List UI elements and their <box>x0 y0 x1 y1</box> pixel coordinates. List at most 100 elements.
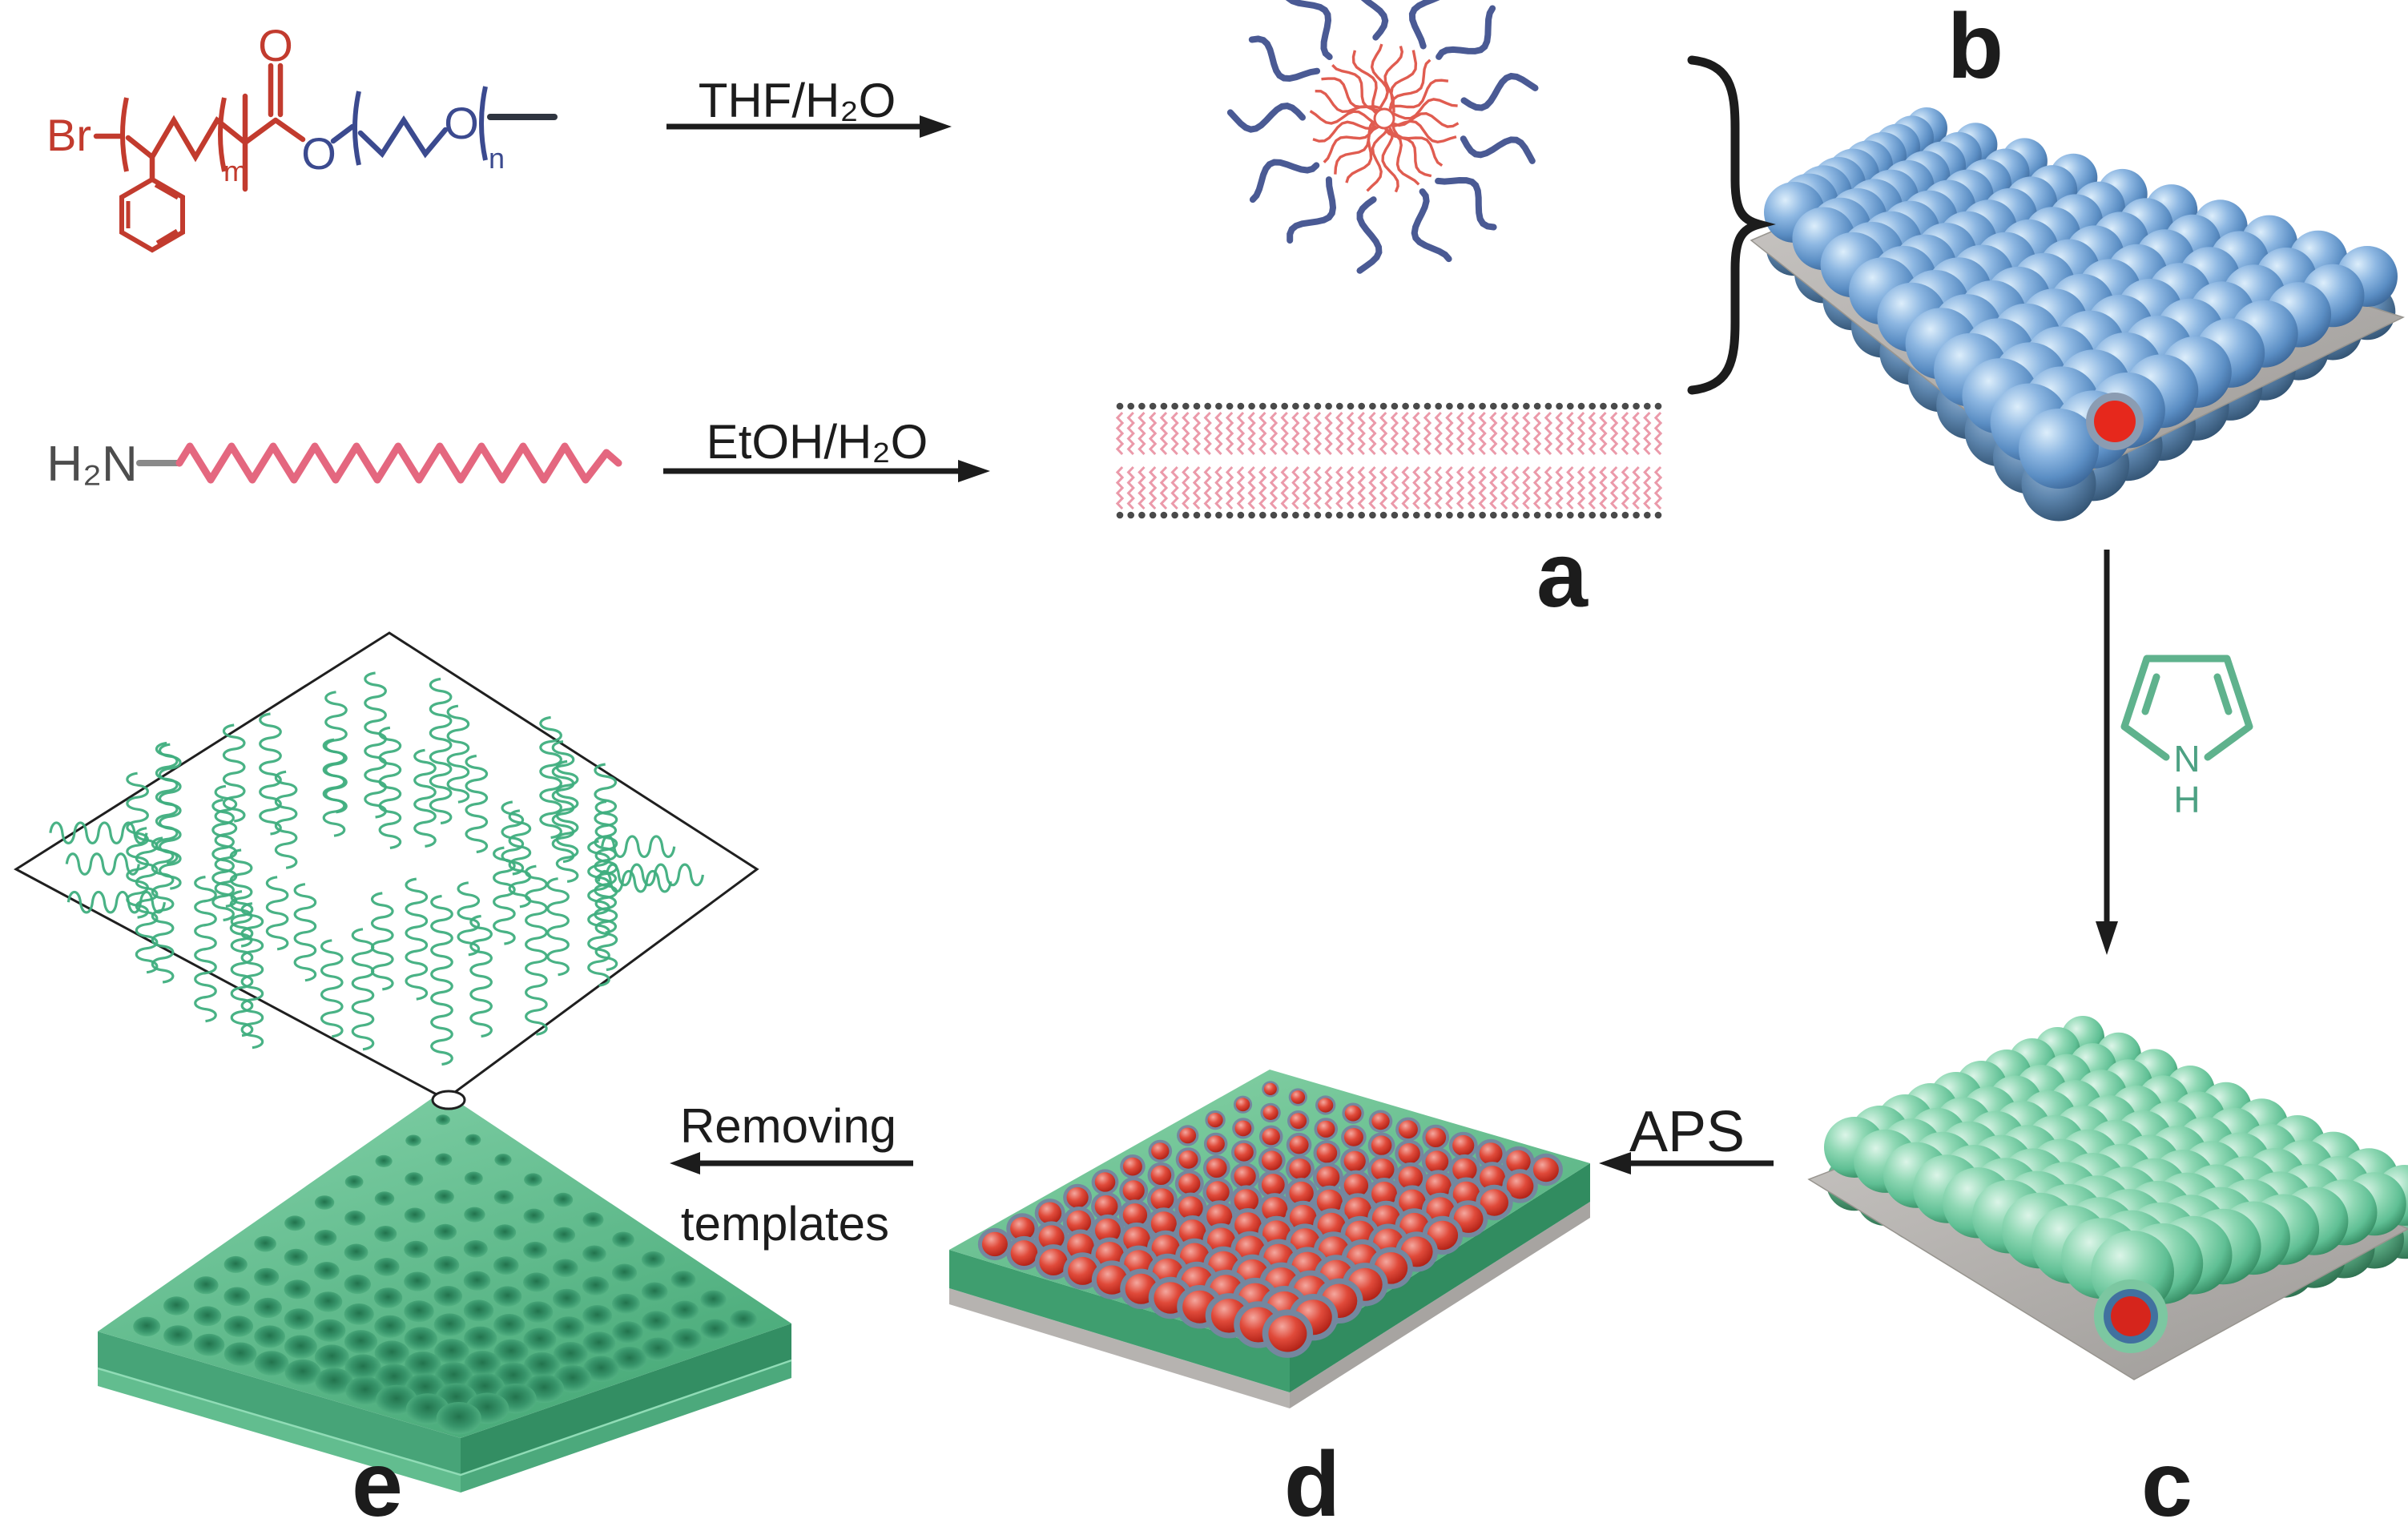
pore-dimple <box>314 1230 337 1246</box>
lipid-tail <box>1247 465 1256 510</box>
lipid-tail <box>1522 465 1531 510</box>
pore-dimple <box>375 1154 393 1167</box>
pore-dimple <box>314 1195 335 1210</box>
lipid-tail <box>1456 465 1465 510</box>
lipid-tail <box>1269 411 1278 456</box>
lipid-tail <box>1357 411 1366 456</box>
corona-chain <box>1436 5 1496 60</box>
lipid-tail <box>1566 411 1575 456</box>
lipid-head <box>1446 511 1453 519</box>
pore-dimple <box>345 1376 385 1405</box>
lipid-head <box>1490 511 1497 519</box>
lipid-tail <box>1368 411 1377 456</box>
core-chain <box>1388 79 1449 110</box>
polymer-coil <box>508 809 532 909</box>
lipid-tail <box>1445 465 1454 510</box>
pore-dimple <box>553 1316 585 1340</box>
lipid-tail <box>1258 465 1267 510</box>
polymer-coil <box>546 877 570 977</box>
polymer-coil <box>539 715 562 840</box>
red-micelle-dome <box>1150 1188 1174 1211</box>
pore-dimple <box>641 1311 671 1332</box>
carbonyl-oxygen-label: O <box>258 20 293 71</box>
bromine-label: Br <box>46 110 91 160</box>
lipid-head <box>1402 402 1409 410</box>
polymer-coil-horizontal <box>49 821 148 844</box>
lipid-tail <box>1532 465 1542 510</box>
lipid-head <box>1556 402 1563 410</box>
red-micelle-dome <box>1234 1166 1256 1187</box>
lipid-tail <box>1401 465 1410 510</box>
lipid-tail <box>1126 411 1135 456</box>
phenyl-double-bonds <box>126 183 179 245</box>
repeat-n-label: n <box>489 142 505 175</box>
pore-dimple <box>223 1342 257 1366</box>
pore-dimple <box>523 1301 554 1323</box>
lipid-tail <box>1511 465 1520 510</box>
pore-dimple <box>700 1319 730 1340</box>
pore-dimple <box>254 1351 289 1376</box>
lipid-head <box>1325 511 1332 519</box>
polymer-coil <box>525 864 548 1036</box>
thf-label: THF/H₂O <box>699 74 896 127</box>
red-micelle-dome <box>1067 1233 1094 1259</box>
peg-block-bonds <box>330 115 449 159</box>
lipid-head <box>1456 511 1464 519</box>
pore-dimple <box>493 1339 529 1364</box>
lipid-head <box>1204 511 1211 519</box>
red-micelle-dome <box>1123 1227 1150 1253</box>
lipid-tail <box>1302 411 1311 456</box>
lipid-tail <box>1609 411 1619 456</box>
red-micelle-dome <box>1398 1166 1423 1190</box>
pore-dimple <box>611 1293 640 1314</box>
removing-label-line2: templates <box>681 1197 889 1251</box>
red-micelle-dome <box>1262 1150 1283 1170</box>
core-chain <box>1391 119 1457 144</box>
lipid-tail <box>1247 411 1256 456</box>
lipid-head <box>1610 511 1618 519</box>
pore-dimple <box>344 1211 366 1226</box>
pore-dimple <box>494 1362 533 1390</box>
core-chain <box>1390 50 1418 113</box>
pore-dimple <box>284 1308 314 1330</box>
lipid-tail <box>1423 411 1432 456</box>
arrows <box>663 115 2118 1174</box>
red-micelle-dome <box>1039 1248 1068 1276</box>
lipid-tail <box>1653 411 1663 456</box>
red-micelle-dome <box>1480 1166 1505 1191</box>
lipid-head <box>1621 402 1629 410</box>
lipid-head <box>1479 511 1486 519</box>
colloidal-array-green <box>1807 1016 2408 1380</box>
lipid-head <box>1435 511 1442 519</box>
polymer-coil <box>405 877 429 1001</box>
lipid-tail <box>1544 411 1553 456</box>
pore-dimple <box>582 1332 616 1356</box>
lower-layer-left <box>98 1368 461 1493</box>
pore-dimple <box>553 1192 574 1207</box>
core-chain <box>1312 120 1377 143</box>
pore-dimple <box>254 1267 280 1287</box>
pore-dimple <box>642 1337 674 1361</box>
red-micelle-dome <box>1122 1157 1142 1176</box>
lipid-head <box>1533 511 1541 519</box>
pore-dimple <box>612 1231 634 1248</box>
polymer-coil-horizontal <box>605 863 704 887</box>
aps-arrowhead-icon <box>1599 1152 1631 1174</box>
lipid-tail <box>1258 411 1267 456</box>
red-micelle-dome <box>1066 1187 1089 1208</box>
red-micelle-dome <box>1150 1211 1177 1236</box>
red-micelle-dome <box>1178 1196 1203 1220</box>
corona-chain <box>1287 176 1337 244</box>
red-micelle-dome <box>1262 1105 1278 1120</box>
red-micelle-dome <box>1094 1172 1116 1192</box>
lipid-head <box>1654 511 1662 519</box>
pore-dimple <box>223 1315 254 1337</box>
lipid-tail <box>1478 411 1487 456</box>
lipid-tail <box>1390 465 1399 510</box>
lipid-tail <box>1412 465 1421 510</box>
lipid-head <box>1633 511 1640 519</box>
pore-dimple <box>493 1256 519 1275</box>
panel-label-b: b <box>1947 0 2003 98</box>
lipid-tail <box>1182 465 1190 510</box>
lipid-head <box>1567 511 1574 519</box>
